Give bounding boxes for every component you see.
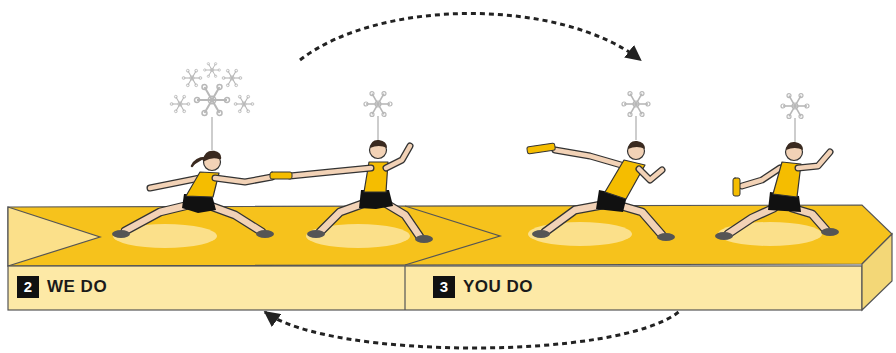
icon-stem [211, 117, 212, 150]
band-label: 3 YOU DO [433, 276, 533, 298]
leg [728, 208, 774, 234]
shoe [112, 230, 130, 238]
icon-stem [377, 116, 378, 140]
platform-side [862, 234, 892, 310]
leg [545, 205, 602, 232]
flake-icon [234, 95, 254, 112]
leg-outline [728, 208, 774, 234]
hair [370, 140, 387, 148]
runner [112, 152, 274, 238]
flake-icon [170, 95, 190, 112]
runner [715, 142, 839, 240]
arm-outline [290, 168, 371, 176]
leg-outline [385, 203, 420, 237]
chevron-tail [8, 207, 100, 266]
platform [8, 205, 892, 310]
flake-icon [195, 85, 230, 116]
leg-outline [545, 205, 602, 232]
arm-outline [639, 169, 662, 180]
stage-band: 2 WE DO [5, 60, 505, 312]
leg [618, 205, 662, 235]
arm [290, 168, 371, 176]
shoe [715, 232, 733, 240]
stage-band: 3 YOU DO [405, 60, 892, 312]
cycle-arrow [300, 14, 641, 61]
baton [733, 178, 740, 196]
flake-icon [204, 63, 221, 78]
shoe [256, 230, 274, 238]
hair [192, 152, 220, 166]
idea-icons [170, 63, 809, 150]
hair [786, 142, 803, 150]
hair [628, 141, 645, 149]
leg [320, 203, 365, 232]
arm-outline [798, 152, 830, 168]
arm-outline [742, 168, 780, 186]
band-label: 2 WE DO [17, 276, 107, 298]
runner [527, 141, 675, 241]
arm [215, 177, 272, 182]
arm [798, 152, 830, 168]
flake-icon [222, 69, 242, 86]
step-number: 3 [433, 276, 455, 298]
leg-outline [320, 203, 365, 232]
icon-stem [794, 118, 795, 142]
leg [385, 203, 420, 237]
arm [742, 168, 780, 186]
flake-icon [622, 92, 650, 117]
shorts [359, 190, 393, 209]
arm-outline [215, 177, 272, 182]
platform-front [8, 266, 862, 310]
runner [270, 140, 433, 243]
icon-stem [635, 116, 636, 140]
shoe [657, 233, 675, 241]
leg-outline [618, 205, 662, 235]
flake-icon [364, 92, 392, 117]
shoe [415, 235, 433, 243]
shoe [821, 228, 839, 236]
band-divider [404, 266, 405, 310]
baton [527, 143, 556, 154]
flake-icon [182, 69, 202, 86]
shoe [307, 230, 325, 238]
flake-icon [781, 94, 809, 119]
arm-outline [555, 150, 628, 167]
arm [386, 146, 410, 168]
shoe [532, 230, 550, 238]
spot [528, 222, 632, 246]
step-label: YOU DO [463, 277, 533, 297]
baton [270, 172, 292, 179]
platform-top [8, 205, 892, 266]
cycle-arrow [265, 312, 679, 348]
step-label: WE DO [47, 277, 107, 297]
step-number: 2 [17, 276, 39, 298]
arm [555, 150, 628, 167]
arm [639, 169, 662, 180]
arm-outline [386, 146, 410, 168]
